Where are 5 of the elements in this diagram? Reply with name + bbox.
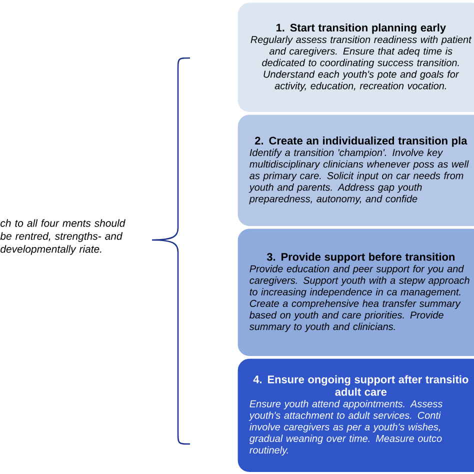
step-box: 2. Create an individualized transition pla Identify a transition 'champion'. Involve key multidisciplinary clinicians whenever poss as well as primary care. Solicit input on car needs from youth and parents. Address gap youth preparedness, autonomy, and confide [237, 114, 474, 227]
step-box: 3. Provide support before transition Provide education and peer support for you and caregivers. Support youth with a stepw approach to increasing independence in ca management. Create a comprehensive hea transfer summary based on youth and care priorities. Provide summary to youth and clinicians. [237, 228, 474, 357]
step-box: 4. Ensure ongoing support after transitio adult care Ensure youth attend appointments. Assess youth's attachment to adult services. Conti involve caregivers as per a youth's wishes, gradual weaning over time. Measure outco routinely. [237, 358, 474, 473]
note-text: ch to all four ments should be rentred, strengths- and developmentally riate. [0, 219, 126, 255]
step-box: 1. Start transition planning early Regularly assess transition readiness with patient and caregivers. Ensure that adeq time is dedicated to coordinating success transition. Understand each youth's pote and goals for activity, education, recreation vocation. [237, 2, 474, 113]
